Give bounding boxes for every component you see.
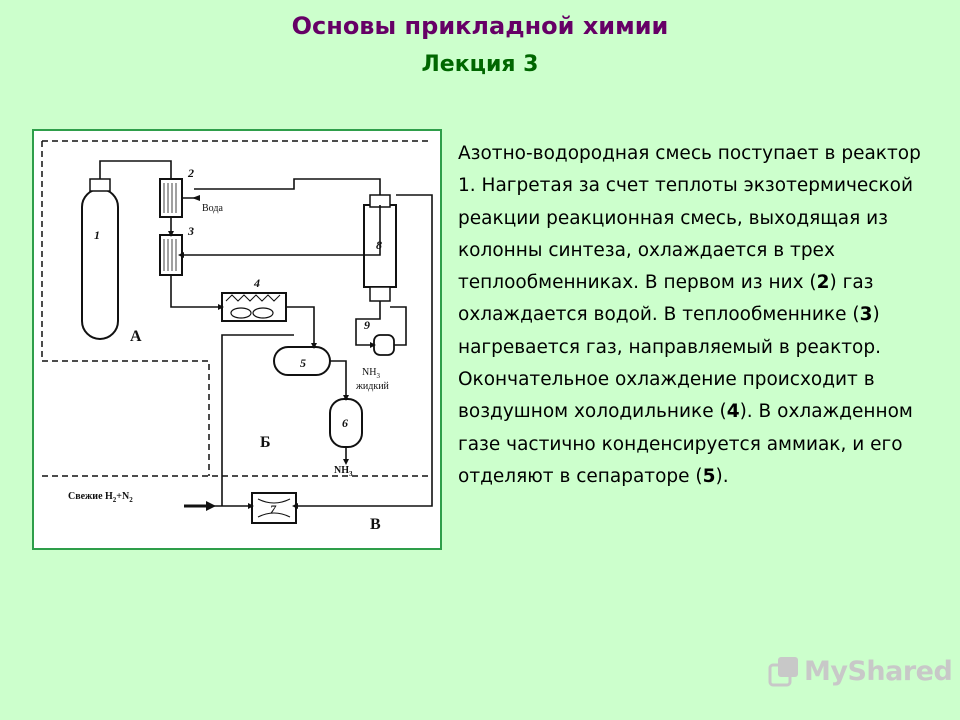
heat-exchanger-2 <box>159 178 183 218</box>
fresh-gas-arrow <box>206 501 216 511</box>
myshared-logo-text: MyShared <box>804 655 953 687</box>
label-3: 3 <box>187 224 194 238</box>
myshared-watermark: MyShared <box>768 655 953 687</box>
zone-v-label: В <box>370 516 381 533</box>
label-6: 6 <box>342 416 348 430</box>
myshared-logo-icon <box>768 657 798 687</box>
flow-arrows <box>168 195 376 509</box>
label-9: 9 <box>364 318 370 332</box>
nh3-liquid-word: жидкий <box>355 381 390 392</box>
water-label: Вода <box>202 203 223 214</box>
zone-b-label: Б <box>260 434 271 451</box>
ammonia-synthesis-scheme: 1 2 Вода 3 4 <box>41 140 433 533</box>
pump-9 <box>373 334 395 356</box>
reactor-1 <box>81 178 119 340</box>
label-2: 2 <box>187 166 194 180</box>
label-7: 7 <box>270 502 277 516</box>
nh3-liquid-label: NH3 <box>362 367 380 380</box>
zone-a-boundary <box>41 140 432 477</box>
zone-a-label: А <box>130 328 142 345</box>
page-subtitle: Лекция 3 <box>421 52 539 77</box>
label-8: 8 <box>376 238 382 252</box>
page-title: Основы прикладной химии <box>291 12 669 40</box>
nh3-output-label: NH3 <box>334 465 353 478</box>
fresh-gas-label: Свежие H2+N2 <box>68 491 133 504</box>
process-flow-diagram: 1 2 Вода 3 4 <box>32 129 442 550</box>
label-1: 1 <box>94 228 100 242</box>
air-cooler-4 <box>221 292 287 322</box>
label-4: 4 <box>253 276 260 290</box>
description-text: Азотно-водородная смесь поступает в реак… <box>458 143 921 487</box>
compressor-7 <box>251 492 297 524</box>
label-5: 5 <box>300 356 306 370</box>
